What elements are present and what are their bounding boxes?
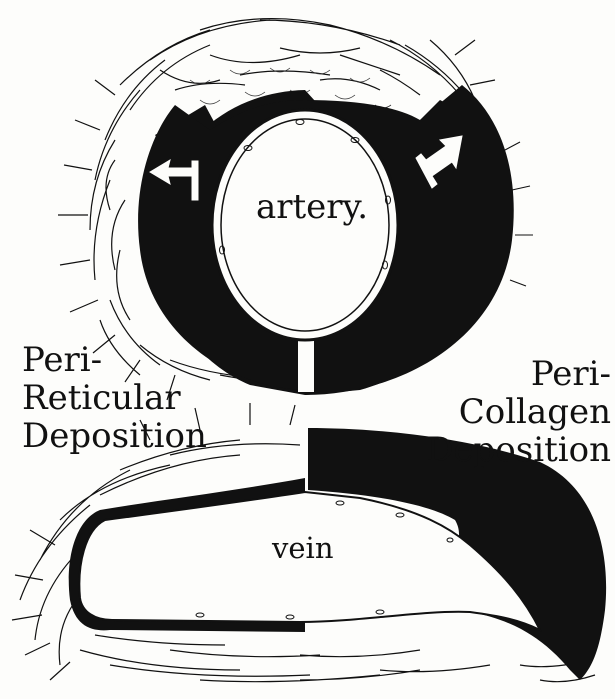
peri-reticular-label: Peri- Reticular Deposition <box>22 343 207 457</box>
peri-reticular-line2: Reticular <box>22 381 207 415</box>
artery-label: artery. <box>256 190 368 224</box>
peri-collagen-line2: Collagen <box>426 395 611 429</box>
peri-collagen-line3: Deposition <box>426 433 611 467</box>
peri-collagen-label: Peri- Collagen Deposition <box>426 357 611 471</box>
peri-reticular-line3: Deposition <box>22 419 207 453</box>
vein-label: vein <box>272 534 334 563</box>
peri-reticular-line1: Peri- <box>22 343 207 377</box>
vein-notch <box>300 398 310 426</box>
peri-collagen-line1: Peri- <box>426 357 611 391</box>
